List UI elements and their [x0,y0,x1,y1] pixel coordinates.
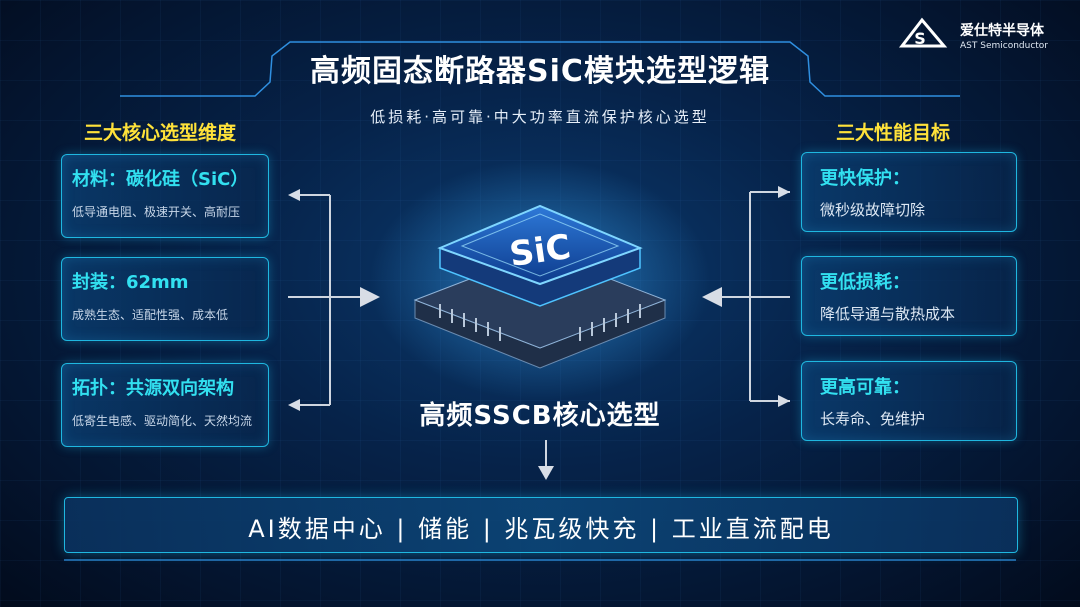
left-section-title: 三大核心选型维度 [84,122,237,144]
card-desc: 降低导通与散热成本 [820,305,956,323]
applications-bar: AI数据中心 | 储能 | 兆瓦级快充 | 工业直流配电 [64,497,1018,553]
brand-logo-icon: S [898,17,948,48]
card-head: 封装：62mm [72,272,189,293]
right-card-reliability: 更高可靠： 长寿命、免维护 [801,361,1017,441]
card-desc: 微秒级故障切除 [820,201,926,219]
left-card-topology: 拓扑：共源双向架构 低寄生电感、驱动简化、天然均流 [61,363,269,447]
title-frame [0,41,1080,97]
left-card-material: 材料：碳化硅（SiC） 低导通电阻、极速开关、高耐压 [61,154,269,238]
center-label: 高频SSCB核心选型 [419,401,661,431]
card-desc: 低寄生电感、驱动简化、天然均流 [72,414,253,428]
right-arrow-top [778,186,790,198]
left-card-package: 封装：62mm 成熟生态、适配性强、成本低 [61,257,269,341]
left-connectors [288,194,380,406]
brand-name-en: AST Semiconductor [960,41,1049,51]
down-arrow [538,440,554,480]
card-head: 更高可靠： [820,377,910,398]
card-desc: 成熟生态、适配性强、成本低 [72,308,229,322]
left-arrow-top [288,189,300,201]
right-connectors [702,191,790,402]
page-title: 高频固态断路器SiC模块选型逻辑 [310,54,770,89]
card-desc: 长寿命、免维护 [820,410,926,428]
sic-chip: SiC [413,204,667,369]
card-head: 材料：碳化硅（SiC） [72,169,249,190]
card-head: 更低损耗： [820,272,910,293]
svg-text:S: S [914,29,926,48]
chip-label: SiC [507,227,573,275]
page-subtitle: 低损耗·高可靠·中大功率直流保护核心选型 [370,108,710,126]
right-arrow-bottom [778,395,790,407]
right-section-title: 三大性能目标 [836,122,951,144]
card-desc: 低导通电阻、极速开关、高耐压 [72,205,241,219]
applications-text: AI数据中心 | 储能 | 兆瓦级快充 | 工业直流配电 [248,515,834,543]
card-head: 更快保护： [820,168,910,189]
card-head: 拓扑：共源双向架构 [72,378,234,399]
right-card-loss: 更低损耗： 降低导通与散热成本 [801,256,1017,336]
right-card-protection: 更快保护： 微秒级故障切除 [801,152,1017,232]
left-arrow-bottom [288,399,300,411]
brand-name: 爱仕特半导体 [960,23,1044,39]
